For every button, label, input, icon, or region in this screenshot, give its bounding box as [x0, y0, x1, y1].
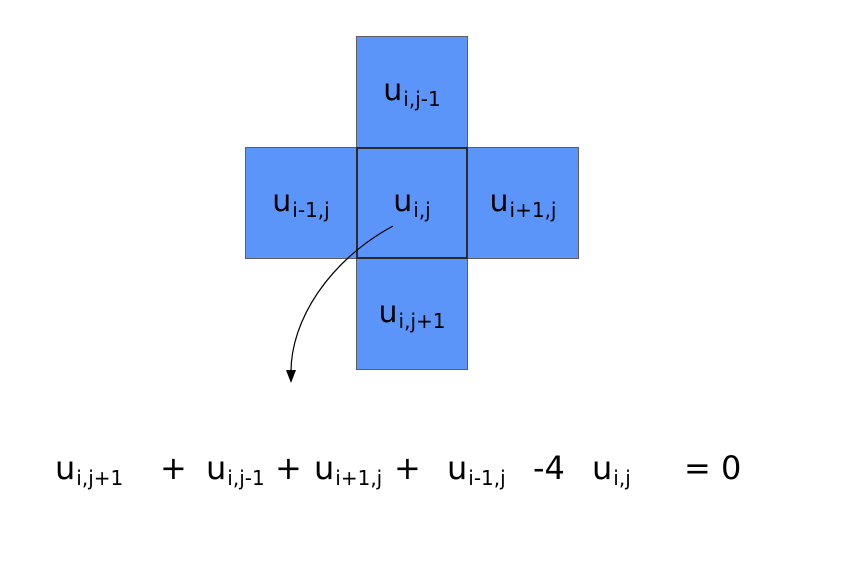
- equation-term-3: ui+1,j: [314, 449, 383, 490]
- stencil-cell-right: ui+1,j: [467, 147, 579, 259]
- cell-label-right: ui+1,j: [489, 183, 557, 222]
- equation-plus-2: +: [275, 449, 302, 487]
- equation-plus-3: +: [394, 449, 421, 487]
- equation-term-5: ui,j: [592, 449, 631, 490]
- equation-term-4: ui-1,j: [447, 449, 506, 490]
- cell-label-bottom: ui,j+1: [378, 294, 446, 333]
- stencil-cell-center: ui,j: [356, 147, 468, 259]
- equation-term-2: ui,j-1: [206, 449, 265, 490]
- stencil-cell-bottom: ui,j+1: [356, 258, 468, 370]
- stencil-cell-top: ui,j-1: [356, 36, 468, 148]
- cell-label-center: ui,j: [393, 183, 431, 222]
- equation-term-1: ui,j+1: [55, 449, 124, 490]
- cell-label-top: ui,j-1: [383, 72, 441, 111]
- equation-rhs: = 0: [684, 449, 742, 487]
- equation-plus-1: +: [160, 449, 187, 487]
- equation-coefficient: -4: [533, 449, 565, 487]
- cell-label-left: ui-1,j: [272, 183, 330, 222]
